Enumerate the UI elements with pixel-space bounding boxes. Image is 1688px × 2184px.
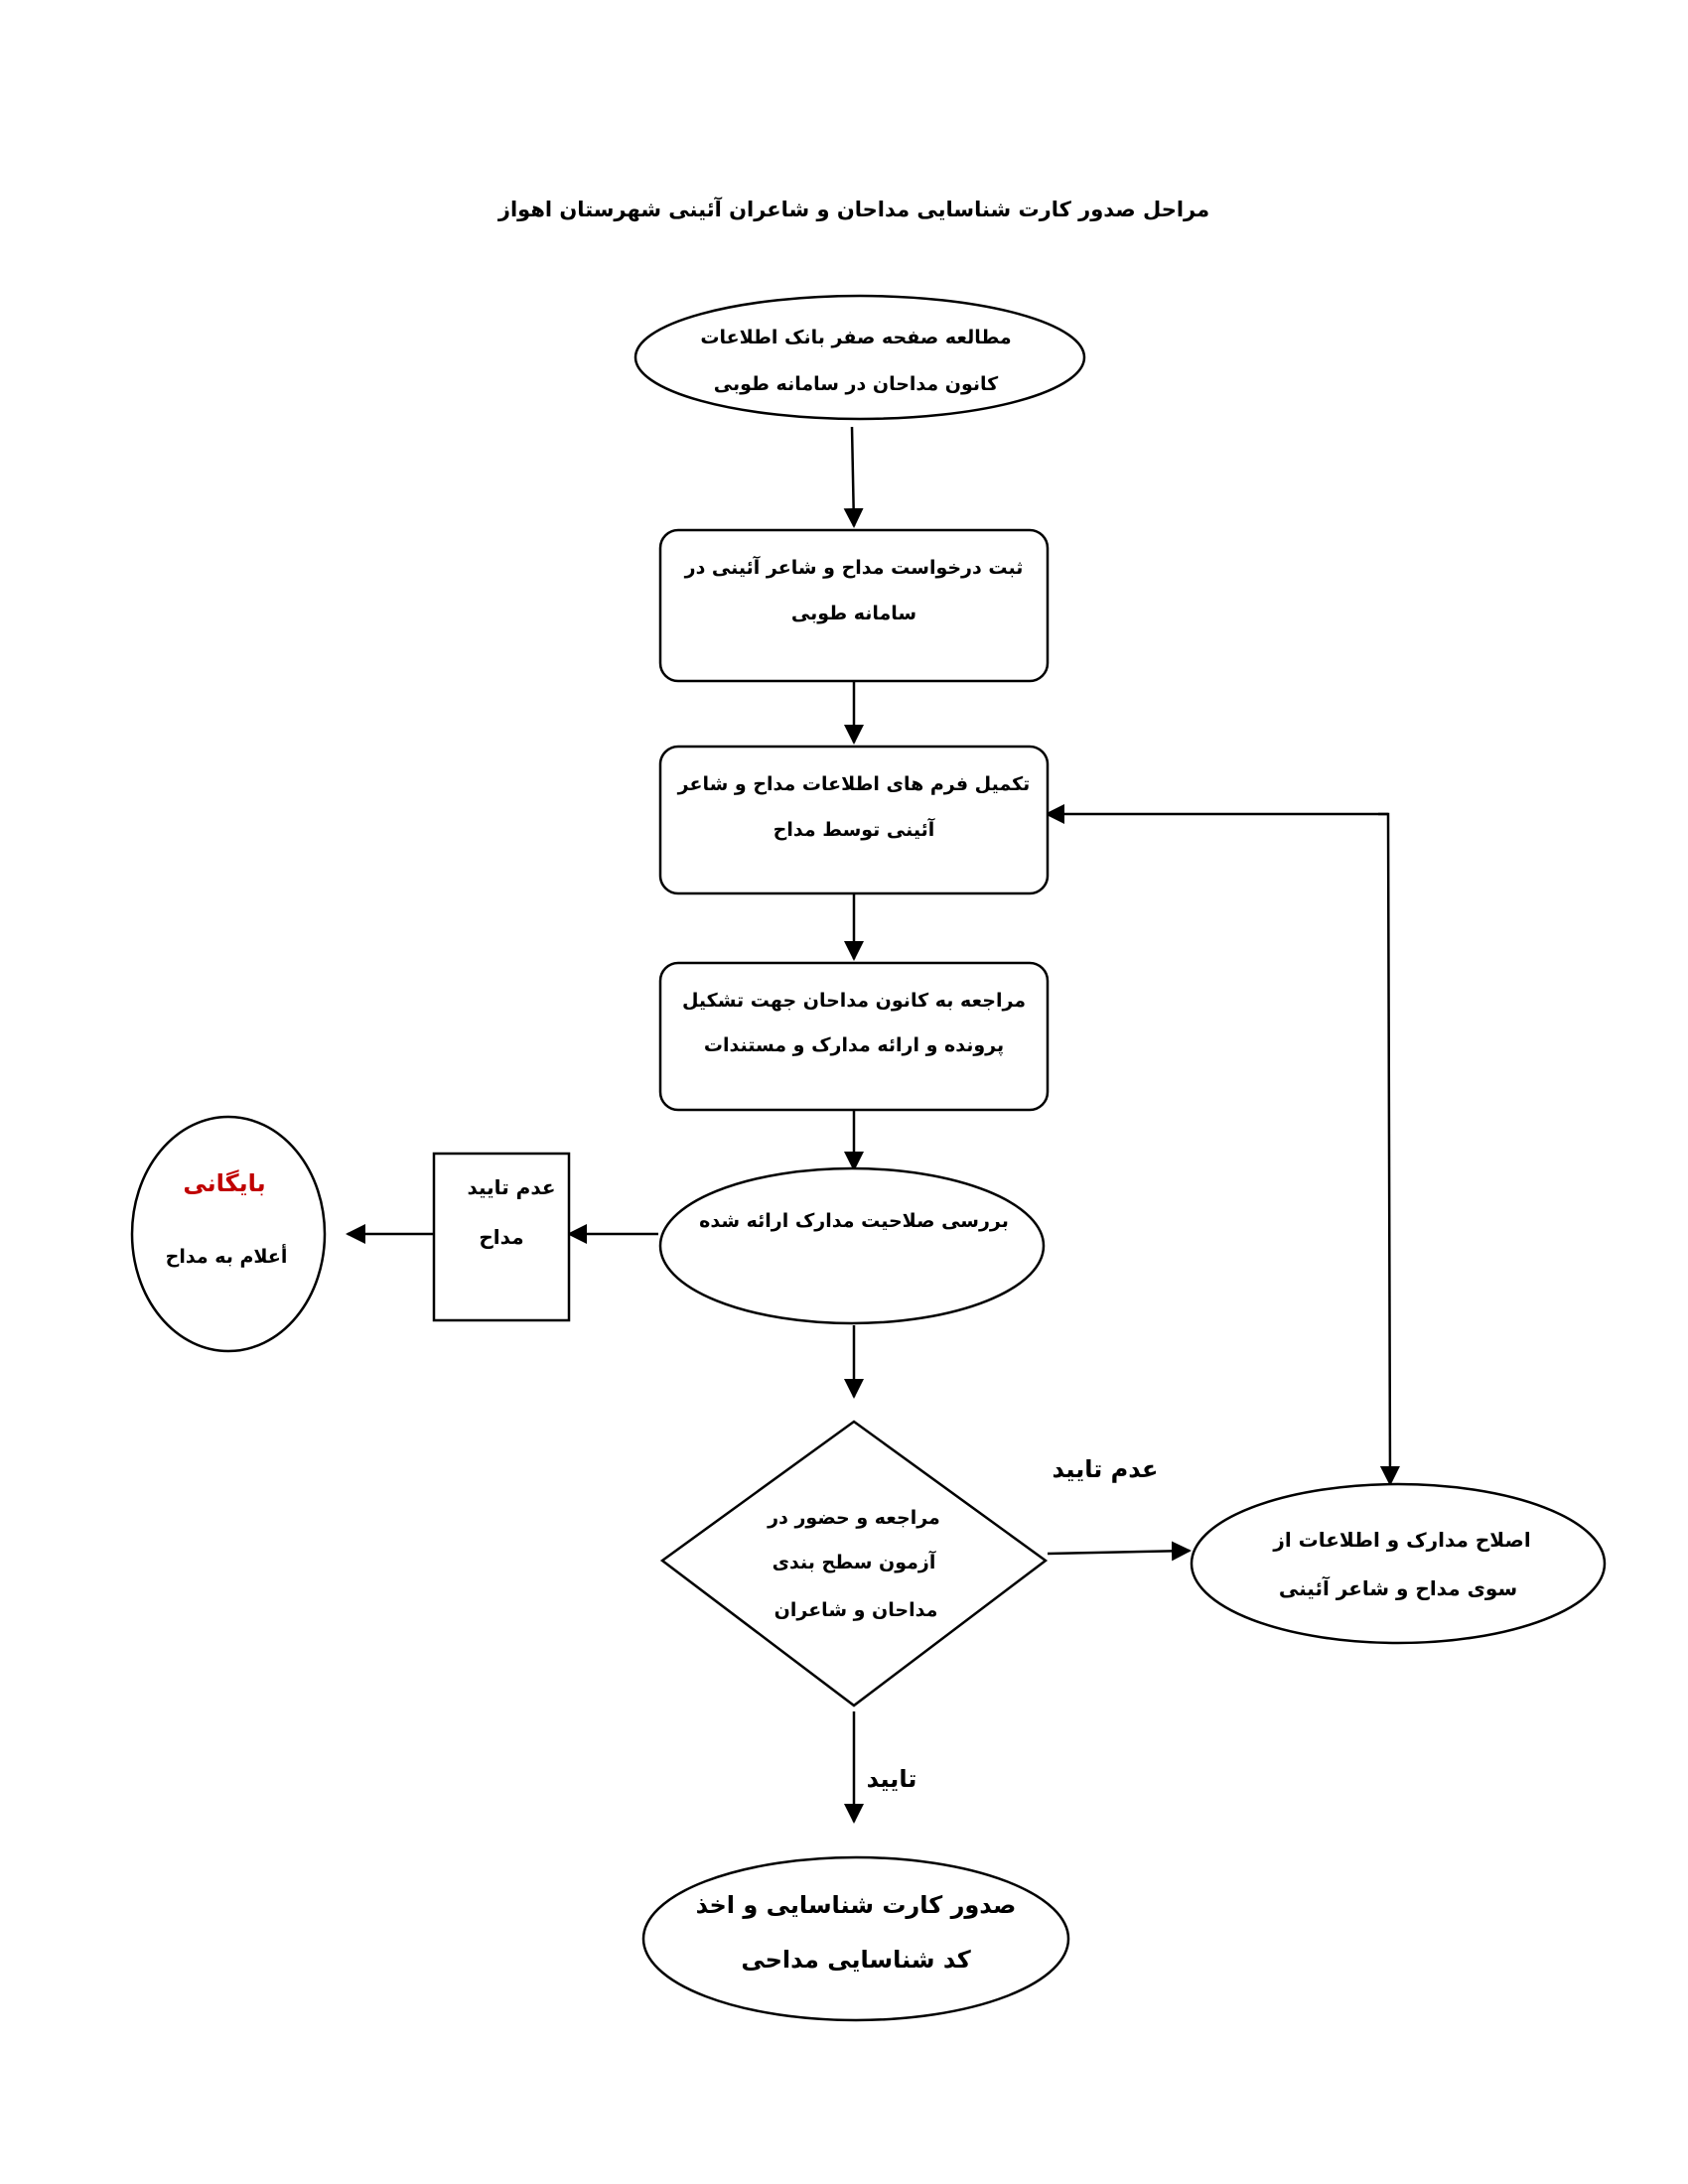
node-start: مطالعه صفحه صفر بانک اطلاعات کانون مداحا… — [633, 294, 1086, 421]
edges — [346, 426, 1400, 1824]
complete-forms-box — [658, 745, 1050, 895]
register-line-2: سامانه طوبی — [791, 603, 916, 624]
edge-start-to-register — [843, 426, 864, 528]
node-visit-center: مراجعه به کانون مداحان جهت تشکیل پرونده … — [658, 961, 1050, 1112]
edge-feedback-down — [1378, 812, 1400, 1486]
register-box — [658, 528, 1050, 683]
correction-line-1: اصلاح مدارک و اطلاعات از — [1272, 1528, 1530, 1552]
correction-line-2: سوی مداح و شاعر آئینی — [1279, 1575, 1517, 1600]
complete-forms-line-2: آئینی توسط مداح — [774, 817, 935, 841]
archive-ellipse — [130, 1115, 327, 1353]
exam-diamond — [659, 1420, 1049, 1707]
node-register: ثبت درخواست مداح و شاعر آئینی در سامانه … — [658, 528, 1050, 683]
visit-center-line-2: پرونده و ارائه مدارک و مستندات — [704, 1034, 1004, 1056]
node-exam: مراجعه و حضور در آزمون سطح بندی مداحان و… — [659, 1420, 1049, 1707]
visit-center-line-1: مراجعه به کانون مداحان جهت تشکیل — [682, 990, 1026, 1012]
edge-exam-to-correction — [1047, 1541, 1192, 1562]
reject-box — [432, 1152, 571, 1322]
reject-line-2: مداح — [479, 1225, 523, 1249]
edge-label-reject: عدم تایید — [1053, 1455, 1159, 1483]
issue-line-1: صدور کارت شناسایی و اخذ — [696, 1891, 1017, 1919]
node-review: بررسی صلاحیت مدارک ارائه شده — [658, 1166, 1046, 1325]
reject-line-1: عدم تایید — [467, 1175, 555, 1199]
correction-ellipse — [1190, 1482, 1607, 1645]
review-ellipse — [658, 1166, 1046, 1325]
start-line-1: مطالعه صفحه صفر بانک اطلاعات — [700, 327, 1011, 348]
visit-center-box — [658, 961, 1050, 1112]
node-issue: صدور کارت شناسایی و اخذ کد شناسایی مداحی — [641, 1855, 1070, 2022]
archive-title: بایگانی — [183, 1169, 265, 1197]
register-line-1: ثبت درخواست مداح و شاعر آئینی در — [684, 555, 1024, 579]
node-archive: بایگانی أعلام به مداح — [130, 1115, 327, 1353]
archive-line-1: أعلام به مداح — [166, 1244, 288, 1268]
exam-line-3: مداحان و شاعران — [774, 1599, 938, 1621]
issue-line-2: کد شناسایی مداحی — [741, 1946, 970, 1974]
start-ellipse — [633, 294, 1086, 421]
review-line-1: بررسی صلاحیت مدارک ارائه شده — [699, 1210, 1009, 1232]
issue-ellipse — [641, 1855, 1070, 2022]
complete-forms-line-1: تکمیل فرم های اطلاعات مداح و شاعر — [677, 773, 1031, 795]
start-line-2: کانون مداحان در سامانه طوبی — [714, 373, 999, 395]
node-reject: عدم تایید مداح — [432, 1152, 571, 1322]
edge-label-approve: تایید — [867, 1765, 917, 1793]
exam-line-2: آزمون سطح بندی — [773, 1550, 936, 1573]
exam-line-1: مراجعه و حضور در — [767, 1507, 940, 1529]
page-title: مراحل صدور کارت شناسایی مداحان و شاعران … — [497, 197, 1209, 221]
node-correction: اصلاح مدارک و اطلاعات از سوی مداح و شاعر… — [1190, 1482, 1607, 1645]
node-complete-forms: تکمیل فرم های اطلاعات مداح و شاعر آئینی … — [658, 745, 1050, 895]
